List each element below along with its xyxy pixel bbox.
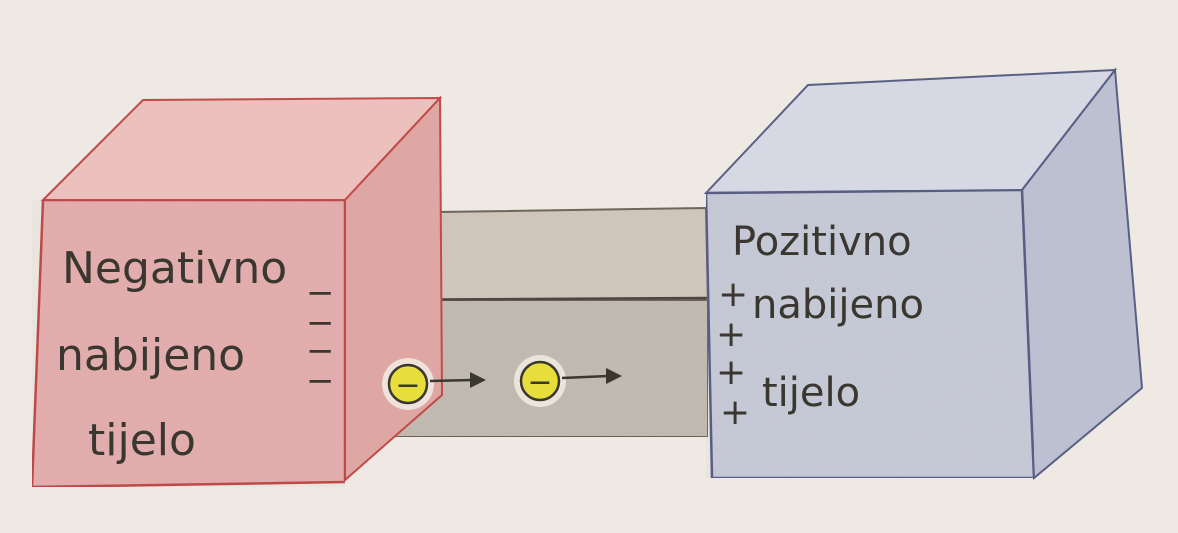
positive-label-line-3: tijelo <box>762 370 860 416</box>
electron-2: − <box>514 355 566 407</box>
electron-1-sign: − <box>395 368 420 403</box>
positive-charge-mark: + <box>720 392 750 433</box>
positive-charge-mark: + <box>716 352 746 393</box>
negative-label-line-2: nabijeno <box>56 330 245 381</box>
positive-body <box>706 70 1142 478</box>
positive-label-line-1: Pozitivno <box>732 219 912 265</box>
electron-1: − <box>382 358 434 410</box>
electron-2-sign: − <box>527 365 552 400</box>
positive-charge-mark: + <box>718 274 748 315</box>
negative-charge-mark: − <box>306 361 335 401</box>
positive-label-line-2: nabijeno <box>752 282 924 328</box>
positive-charge-mark: + <box>716 314 746 355</box>
negative-label-line-1: Negativno <box>62 243 287 294</box>
negative-label-line-3: tijelo <box>88 415 196 466</box>
